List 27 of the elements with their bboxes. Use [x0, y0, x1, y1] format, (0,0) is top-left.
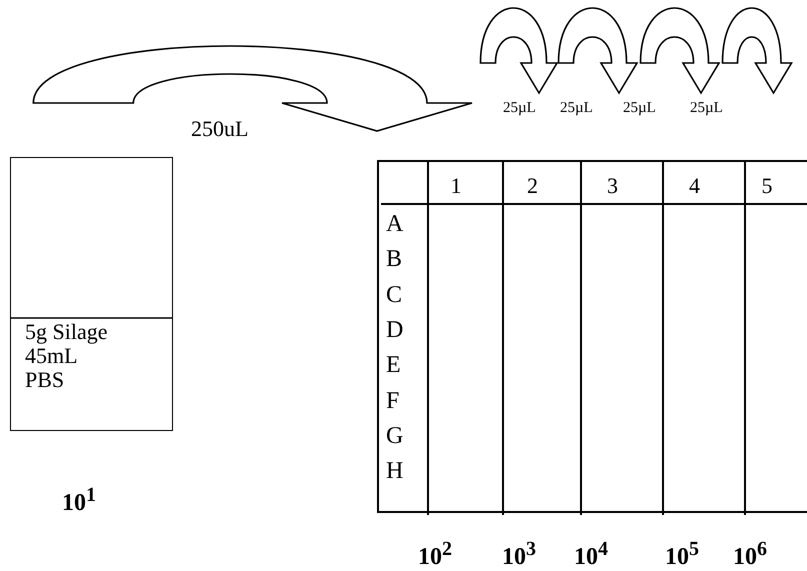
column-number: 4: [689, 174, 700, 198]
volume-label: 25µL: [690, 99, 723, 118]
dilution-factor: 10$^{4}$: [574, 537, 608, 569]
row-letter: E: [386, 353, 401, 378]
row-letter: H: [386, 459, 404, 484]
sample-description: 5g Silage 45mL PBS: [25, 320, 108, 392]
dilution-factor: 10$^{6}$: [733, 537, 767, 569]
volume-label: 25µL: [623, 99, 656, 118]
microplate-grid: [377, 160, 807, 513]
column-number: 1: [450, 174, 462, 198]
row-letter: A: [386, 212, 404, 236]
column-number: 3: [607, 174, 618, 198]
row-letter: F: [386, 388, 400, 412]
row-letter: G: [386, 424, 404, 448]
dilution-factor: 10$^{1}$: [62, 483, 96, 515]
column-number: 5: [762, 174, 772, 198]
row-letter: B: [386, 247, 402, 272]
volume-label: 25µL: [560, 99, 593, 118]
dilution-factor: 10$^{3}$: [502, 537, 536, 569]
volume-label: 250uL: [191, 117, 248, 141]
sample-container: [10, 157, 173, 431]
column-number: 2: [527, 174, 538, 198]
dilution-factor: 10$^{2}$: [418, 537, 452, 569]
volume-label: 25µL: [503, 99, 536, 118]
dilution-factor: 10$^{5}$: [665, 537, 699, 569]
row-letter: C: [386, 282, 402, 307]
row-letter: D: [386, 318, 404, 342]
